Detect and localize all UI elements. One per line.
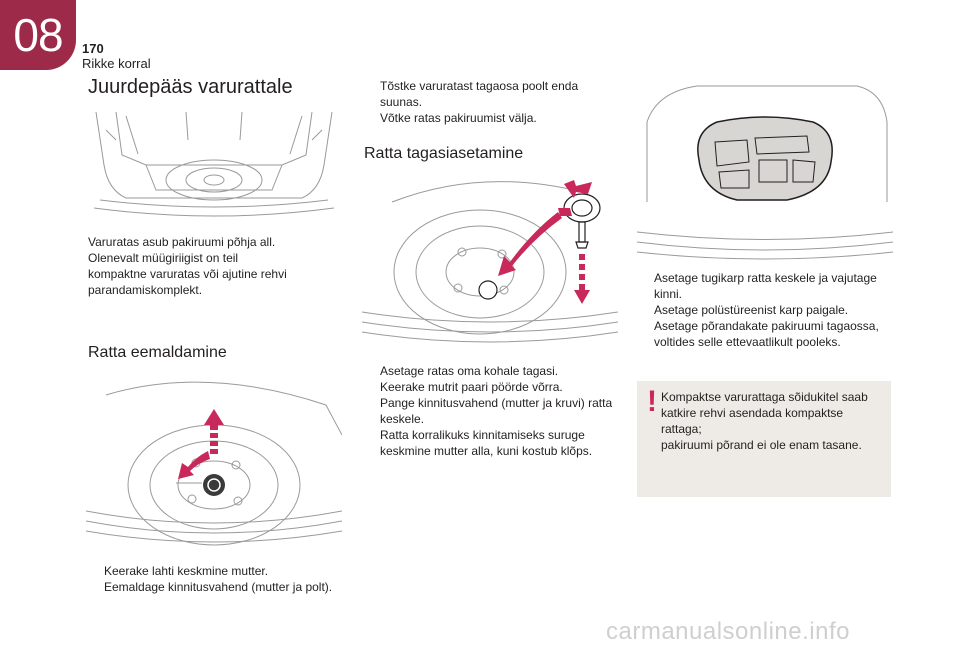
section-title-wheel-refit: Ratta tagasiasetamine xyxy=(364,145,524,162)
removal-steps: Keerake lahti keskmine mutter. Eemaldage… xyxy=(88,563,348,595)
paragraph-line: parandamiskomplekt. xyxy=(88,283,203,297)
lift-steps: Tõstke varuratast tagaosa poolt enda suun… xyxy=(364,78,624,126)
bullet-text: suunas. xyxy=(380,95,423,109)
bullet-text: Keerake lahti keskmine mutter. xyxy=(104,564,269,578)
bullet-text: Eemaldage kinnitusvahend (mutter ja polt… xyxy=(104,580,333,594)
page-number: 170 xyxy=(82,41,104,56)
bullet-text: voltides selle ettevaatlikult pooleks. xyxy=(654,335,841,349)
warning-line: pakiruumi põrand ei ole enam tasane. xyxy=(661,438,862,452)
paragraph-line: Olenevalt müügiriigist on teil xyxy=(88,251,239,265)
refit-steps: Asetage ratas oma kohale tagasi. Keerake… xyxy=(364,363,626,459)
bullet-text: keskele. xyxy=(380,412,425,426)
storage-box-illustration xyxy=(637,82,893,264)
bullet-text: Asetage ratas oma kohale tagasi. xyxy=(380,364,559,378)
warning-text: Kompaktse varurattaga sõidukitel saab ka… xyxy=(661,389,887,453)
chapter-tab: 08 xyxy=(0,0,76,70)
list-item: Asetage polüstüreenist karp paigale. xyxy=(638,302,900,318)
list-item: Võtke ratas pakiruumist välja. xyxy=(364,110,624,126)
section-title-spare-wheel-access: Juurdepääs varurattale xyxy=(88,76,293,98)
bullet-text: Asetage polüstüreenist karp paigale. xyxy=(654,303,849,317)
list-item: Keerake lahti keskmine mutter. xyxy=(88,563,348,579)
trunk-illustration xyxy=(86,110,342,222)
exclamation-icon: ! xyxy=(647,385,657,418)
list-item: Asetage ratas oma kohale tagasi. xyxy=(364,363,626,379)
wheel-refit-illustration xyxy=(362,172,618,354)
bullet-text: keskmine mutter alla, kuni kostub klõps. xyxy=(380,444,593,458)
warning-note: ! Kompaktse varurattaga sõidukitel saab … xyxy=(637,381,891,497)
bullet-text: Võtke ratas pakiruumist välja. xyxy=(380,111,537,125)
bullet-text: kinni. xyxy=(654,287,683,301)
chapter-title: Rikke korral xyxy=(82,56,151,71)
list-item: Asetage tugikarp ratta keskele ja vajuta… xyxy=(638,270,900,302)
bullet-text: Asetage põrandakate pakiruumi tagaossa, xyxy=(654,319,879,333)
final-steps: Asetage tugikarp ratta keskele ja vajuta… xyxy=(638,270,900,350)
warning-line: katkire rehvi asendada kompaktse rattaga… xyxy=(661,406,844,436)
list-item: Asetage põrandakate pakiruumi tagaossa, v… xyxy=(638,318,900,350)
warning-line: Kompaktse varurattaga sõidukitel saab xyxy=(661,390,868,404)
list-item: Pange kinnitusvahend (mutter ja kruvi) r… xyxy=(364,395,626,427)
list-item: Keerake mutrit paari pöörde võrra. xyxy=(364,379,626,395)
wheel-removal-illustration xyxy=(86,375,342,555)
bullet-text: Tõstke varuratast tagaosa poolt enda xyxy=(380,79,579,93)
bullet-text: Asetage tugikarp ratta keskele ja vajuta… xyxy=(654,271,877,285)
section-title-wheel-removal: Ratta eemaldamine xyxy=(88,344,227,361)
list-item: Eemaldage kinnitusvahend (mutter ja polt… xyxy=(88,579,348,595)
spare-wheel-paragraph: Varuratas asub pakiruumi põhja all. Olen… xyxy=(88,234,328,298)
paragraph-line: kompaktne varuratas või ajutine rehvi xyxy=(88,267,287,281)
list-item: Ratta korralikuks kinnitamiseks suruge ke… xyxy=(364,427,626,459)
bullet-text: Keerake mutrit paari pöörde võrra. xyxy=(380,380,563,394)
bullet-text: Pange kinnitusvahend (mutter ja kruvi) r… xyxy=(380,396,613,410)
bullet-text: Ratta korralikuks kinnitamiseks suruge xyxy=(380,428,585,442)
watermark: carmanualsonline.info xyxy=(606,618,850,645)
paragraph-line: Varuratas asub pakiruumi põhja all. xyxy=(88,235,276,249)
list-item: Tõstke varuratast tagaosa poolt enda suun… xyxy=(364,78,624,110)
